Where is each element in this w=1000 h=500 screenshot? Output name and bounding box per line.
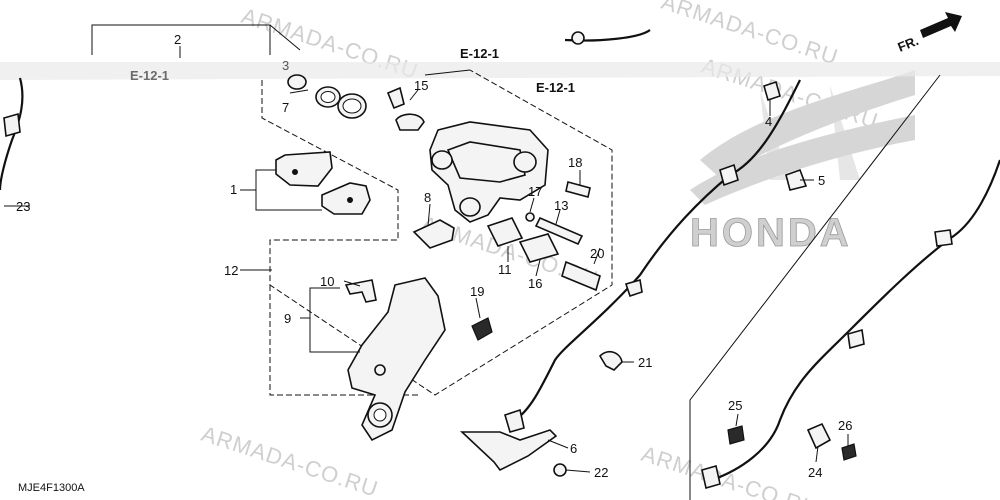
callout-13: 13: [554, 198, 568, 213]
callout-18: 18: [568, 155, 582, 170]
callout-12: 12: [224, 263, 238, 278]
clip-21: [598, 350, 623, 371]
callout-5: 5: [818, 173, 825, 188]
watermark-site-5: ARMADA-CO.RU: [198, 421, 381, 500]
piston-seals: [287, 74, 367, 119]
callout-25: 25: [728, 398, 742, 413]
left-cable: [0, 77, 24, 191]
clip-4: [763, 80, 781, 102]
frame-line-right: [689, 74, 941, 500]
caliper-body: [429, 121, 549, 223]
bolt-22: [553, 463, 567, 477]
callout-8: 8: [424, 190, 431, 205]
watermark-site-2: ARMADA-CO.RU: [658, 0, 841, 70]
diagram-code: MJE4F1300A: [18, 482, 85, 494]
callout-26: 26: [838, 418, 852, 433]
callout-10: 10: [320, 274, 334, 289]
pin-boot: [471, 317, 493, 341]
callout-3: 3: [282, 58, 289, 73]
torn-band: [0, 62, 1000, 80]
hose-bracket-6: [459, 429, 558, 472]
direction-label: FR.: [896, 33, 921, 55]
brake-hose: [504, 29, 801, 433]
callout-9: 9: [284, 311, 291, 326]
brake-pads: [275, 151, 371, 215]
outline-bracket-group: [269, 285, 420, 396]
frame-line-left: [424, 69, 471, 76]
ref-label-1: E-12-1: [460, 46, 499, 61]
callout-20: 20: [590, 246, 604, 261]
callout-23: 23: [16, 199, 30, 214]
callout-6: 6: [570, 441, 577, 456]
clamp-24: [806, 422, 832, 450]
bolt-26: [841, 443, 857, 461]
callout-21: 21: [638, 355, 652, 370]
clip-5: [785, 168, 808, 191]
caliper-pins: [486, 181, 601, 292]
bleeder-valve: [386, 86, 425, 131]
leader-lines: [4, 46, 849, 473]
callout-16: 16: [528, 276, 542, 291]
ref-label-3: E-12-1: [130, 68, 169, 83]
callout-22: 22: [594, 465, 608, 480]
callout-1: 1: [230, 182, 237, 197]
callout-4: 4: [765, 114, 772, 129]
callout-19: 19: [470, 284, 484, 299]
callout-24: 24: [808, 465, 822, 480]
bracket-group-2: [91, 24, 271, 55]
callout-7: 7: [282, 100, 289, 115]
bolt-25: [727, 425, 745, 445]
watermark-site-6: ARMADA-CO.RU: [638, 441, 821, 500]
callout-2: 2: [174, 32, 181, 47]
forward-arrow-icon: [920, 12, 962, 38]
ref-label-2: E-12-1: [536, 80, 575, 95]
outline-caliper-group: [261, 69, 613, 396]
callout-11: 11: [498, 262, 512, 277]
honda-watermark: HONDA: [690, 211, 852, 255]
abs-sensor-wire: [701, 159, 1000, 490]
honda-wing-logo: [690, 70, 915, 205]
retainer-clip: [344, 279, 377, 303]
callout-15: 15: [414, 78, 428, 93]
caliper-bracket: [347, 277, 446, 442]
pad-spring: [412, 219, 455, 249]
callout-17: 17: [528, 184, 542, 199]
